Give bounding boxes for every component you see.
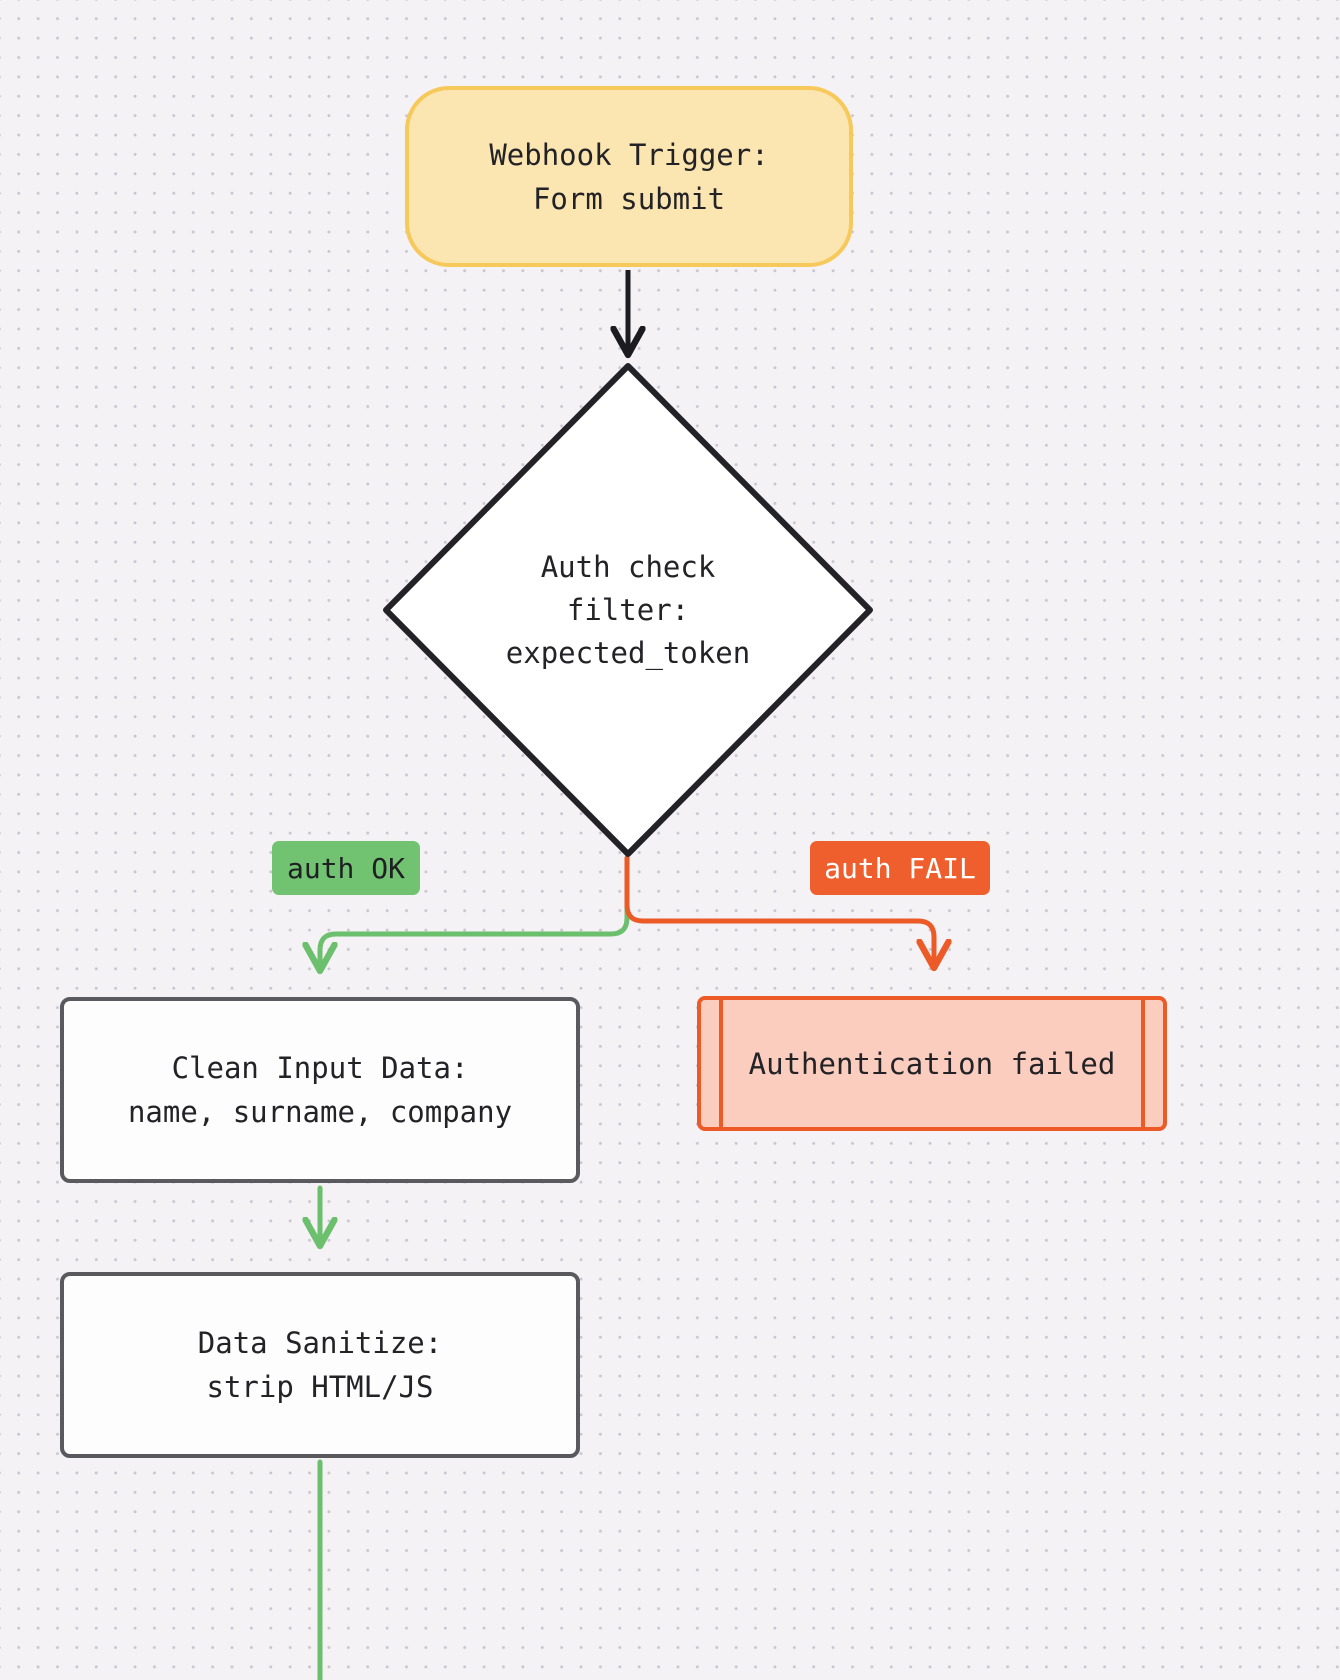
edge-label-auth-fail: auth FAIL xyxy=(810,841,990,895)
node-authentication-failed-label: Authentication failed xyxy=(748,1046,1116,1081)
subroutine-right-bar xyxy=(1141,1000,1145,1127)
node-data-sanitize[interactable]: Data Sanitize: strip HTML/JS xyxy=(60,1272,580,1458)
node-auth-check-line3: expected_token xyxy=(505,635,751,670)
node-auth-check-decision[interactable]: Auth check filter: expected_token xyxy=(380,360,876,860)
diamond-shape xyxy=(383,363,873,857)
node-authentication-failed[interactable]: Authentication failed xyxy=(697,996,1167,1131)
node-auth-check-label: Auth check filter: expected_token xyxy=(380,360,876,860)
subroutine-left-bar xyxy=(719,1000,723,1127)
node-clean-input-data-line2: name, surname, company xyxy=(127,1095,513,1129)
node-webhook-trigger-line2: Form submit xyxy=(532,181,726,216)
node-auth-check-line2: filter: xyxy=(566,592,690,627)
node-data-sanitize-line1: Data Sanitize: xyxy=(197,1326,443,1360)
node-clean-input-data-line1: Clean Input Data: xyxy=(171,1051,469,1085)
node-data-sanitize-line2: strip HTML/JS xyxy=(206,1370,434,1404)
node-auth-check-line1: Auth check xyxy=(540,549,716,584)
node-clean-input-data[interactable]: Clean Input Data: name, surname, company xyxy=(60,997,580,1183)
node-webhook-trigger-line1: Webhook Trigger: xyxy=(489,137,769,172)
node-webhook-trigger[interactable]: Webhook Trigger: Form submit xyxy=(405,86,853,267)
edge-label-auth-ok: auth OK xyxy=(272,841,420,895)
